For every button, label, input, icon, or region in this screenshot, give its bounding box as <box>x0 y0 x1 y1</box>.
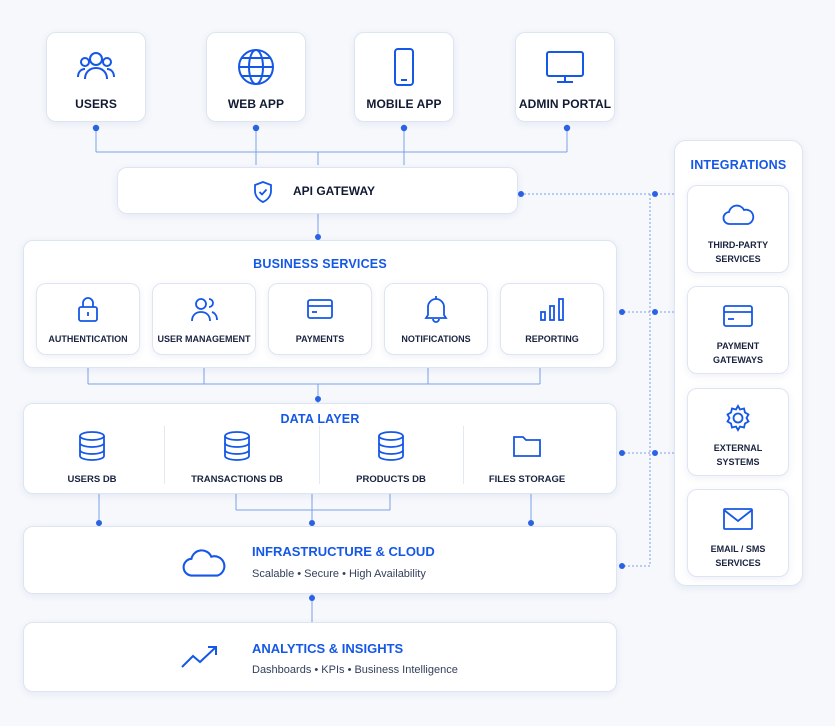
service-notifications[interactable]: NOTIFICATIONS <box>384 283 488 355</box>
lock-icon <box>78 297 98 322</box>
database-icon <box>378 431 404 461</box>
infrastructure-panel[interactable]: INFRASTRUCTURE & CLOUD Scalable • Secure… <box>23 526 617 594</box>
business-services-panel: BUSINESS SERVICES AUTHENTICATION USER MA… <box>23 240 617 368</box>
service-reporting[interactable]: REPORTING <box>500 283 604 355</box>
client-label: MOBILE APP <box>366 97 442 111</box>
divider <box>164 426 165 484</box>
folder-icon <box>513 436 541 457</box>
integration-label: PAYMENT GATEWAYS <box>712 341 763 365</box>
client-users[interactable]: USERS <box>46 32 146 122</box>
api-gateway[interactable]: API GATEWAY <box>117 167 518 214</box>
gear-icon <box>726 404 750 432</box>
service-authentication[interactable]: AUTHENTICATION <box>36 283 140 355</box>
integration-label: EXTERNAL SYSTEMS <box>713 443 763 467</box>
bell-icon <box>424 296 448 323</box>
service-label: NOTIFICATIONS <box>401 334 471 344</box>
integration-external-systems[interactable]: EXTERNAL SYSTEMS <box>687 388 789 476</box>
user-management-icon <box>191 298 218 322</box>
data-store-label: TRANSACTIONS DB <box>191 474 283 485</box>
analytics-title: ANALYTICS & INSIGHTS <box>252 641 404 656</box>
divider <box>463 426 464 484</box>
integrations-title: INTEGRATIONS <box>690 158 787 172</box>
users-icon <box>77 52 115 80</box>
service-label: USER MANAGEMENT <box>157 334 251 344</box>
monitor-icon <box>546 51 584 83</box>
integration-payment-gateways[interactable]: PAYMENT GATEWAYS <box>687 286 789 374</box>
client-web-app[interactable]: WEB APP <box>206 32 306 122</box>
database-icon <box>224 431 250 461</box>
integration-label: THIRD-PARTY SERVICES <box>707 240 769 264</box>
globe-icon <box>238 49 274 85</box>
infrastructure-subtitle: Scalable • Secure • High Availability <box>252 568 426 580</box>
cloud-icon <box>722 204 755 225</box>
business-services-title: BUSINESS SERVICES <box>253 257 387 271</box>
data-store-label: FILES STORAGE <box>488 474 566 485</box>
api-gateway-label: API GATEWAY <box>293 184 376 198</box>
database-icon <box>79 431 105 461</box>
integration-third-party-services[interactable]: THIRD-PARTY SERVICES <box>687 185 789 273</box>
service-payments[interactable]: PAYMENTS <box>268 283 372 355</box>
service-user-management[interactable]: USER MANAGEMENT <box>152 283 256 355</box>
mobile-phone-icon <box>394 48 414 86</box>
service-label: PAYMENTS <box>295 334 345 344</box>
credit-card-icon <box>307 299 333 319</box>
infrastructure-title: INFRASTRUCTURE & CLOUD <box>252 544 435 559</box>
data-store-label: PRODUCTS DB <box>356 474 426 485</box>
service-label: REPORTING <box>525 334 579 344</box>
integration-label: EMAIL / SMS SERVICES <box>710 544 766 568</box>
analytics-panel[interactable]: ANALYTICS & INSIGHTS Dashboards • KPIs •… <box>23 622 617 692</box>
integration-email-sms-services[interactable]: EMAIL / SMS SERVICES <box>687 489 789 577</box>
data-layer-title: DATA LAYER <box>280 412 360 426</box>
payment-card-icon <box>723 305 753 327</box>
bar-chart-icon <box>540 298 564 321</box>
client-label: ADMIN PORTAL <box>518 97 612 111</box>
analytics-subtitle: Dashboards • KPIs • Business Intelligenc… <box>252 664 458 676</box>
client-mobile-app[interactable]: MOBILE APP <box>354 32 454 122</box>
cloud-icon <box>182 549 226 577</box>
envelope-icon <box>723 508 753 530</box>
service-label: AUTHENTICATION <box>48 334 128 344</box>
client-label: USERS <box>75 97 117 111</box>
client-label: WEB APP <box>227 97 285 111</box>
trending-up-icon <box>181 646 217 668</box>
data-store-label: USERS DB <box>67 474 117 485</box>
shield-check-icon <box>254 181 272 203</box>
data-layer-panel: DATA LAYER USERS DB TRANSACTIONS DB PROD… <box>23 403 617 494</box>
divider <box>319 426 320 484</box>
integrations-panel: INTEGRATIONS THIRD-PARTY SERVICES PAYMEN… <box>674 140 803 586</box>
client-admin-portal[interactable]: ADMIN PORTAL <box>515 32 615 122</box>
